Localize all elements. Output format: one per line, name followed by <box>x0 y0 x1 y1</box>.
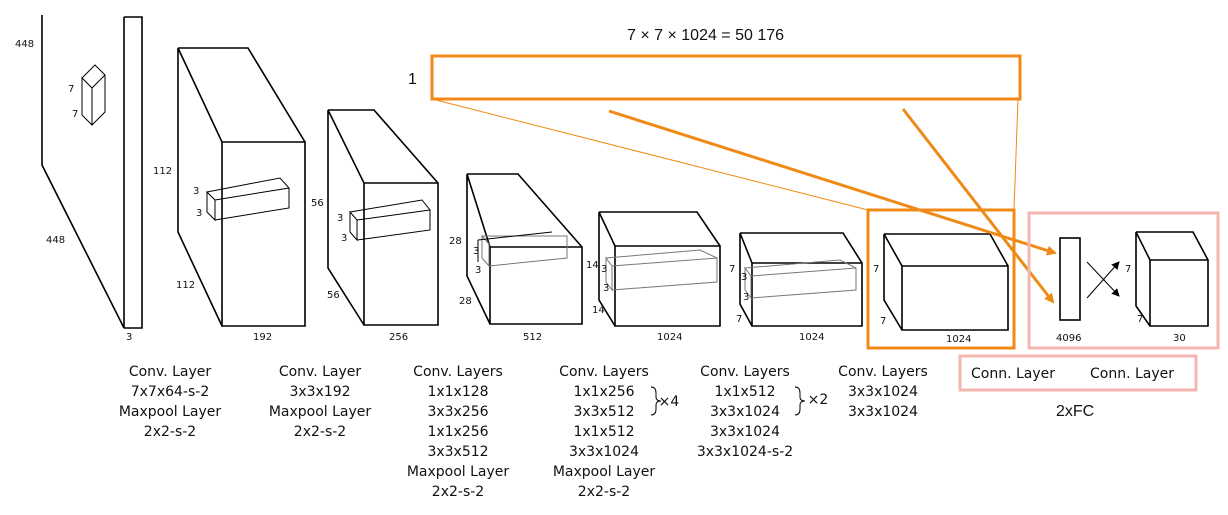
conv-block-14: 14 14 1024 3 3 <box>586 211 721 343</box>
flatten-equation: 7 × 7 × 1024 = 50 176 <box>627 27 784 44</box>
conv-block-56: 56 56 256 3 3 <box>311 109 439 343</box>
kernel-w-label: 3 <box>196 208 202 219</box>
kernel-w-label: 3 <box>341 233 347 244</box>
fc-layer-label-2: Conn. Layer <box>1090 366 1174 382</box>
width-label: 7 <box>880 316 886 327</box>
cross-arrow-up <box>1086 261 1120 299</box>
caption-block-3-line-4: 1x1x256 <box>427 424 488 440</box>
caption-block-3-line-3: 3x3x256 <box>427 404 488 420</box>
kernel-h-label: 7 <box>68 84 74 95</box>
flatten-arrow-1 <box>608 109 1057 256</box>
output-width-label: 7 <box>1137 314 1143 325</box>
caption-block-5-line-4: 3x3x1024 <box>710 424 780 440</box>
depth-label: 1024 <box>799 332 824 343</box>
depth-label: 256 <box>389 332 408 343</box>
input-depth-label: 3 <box>126 332 132 343</box>
caption-block-5-line-3: 3x3x1024 <box>710 404 780 420</box>
caption-block-3-line-2: 1x1x128 <box>427 384 488 400</box>
fully-connected-section: 4096 7 7 30 Conn. Layer Conn. Layer 2xFC <box>958 211 1220 420</box>
depth-label: 1024 <box>657 332 682 343</box>
final-feature-map-highlight <box>866 208 1016 350</box>
cross-arrow-down <box>1086 261 1120 297</box>
final-feature-map-block: 7 7 1024 <box>866 208 1016 350</box>
caption-block-5-line-2: 1x1x512 <box>714 384 775 400</box>
kernel-h-label: 3 <box>337 213 343 224</box>
projection-line-left <box>431 98 869 211</box>
caption-block-1-line-3: Maxpool Layer <box>119 404 222 420</box>
output-depth-label: 30 <box>1173 333 1186 344</box>
caption-block-2-line-1: Conv. Layer <box>279 364 362 380</box>
caption-block-5-line-1: Conv. Layers <box>700 364 790 380</box>
caption-block-4-line-5: 3x3x1024 <box>569 444 639 460</box>
caption-block-1-line-4: 2x2-s-2 <box>144 424 196 440</box>
caption-block-4-line-4: 1x1x512 <box>573 424 634 440</box>
caption-block-2-line-2: 3x3x192 <box>289 384 350 400</box>
repeat-brace-2 <box>794 386 806 416</box>
caption-block-4-line-1: Conv. Layers <box>559 364 649 380</box>
repeat-brace-4 <box>650 386 662 416</box>
caption-block-6-line-1: Conv. Layers <box>838 364 928 380</box>
caption-block-6-line-3: 3x3x1024 <box>848 404 918 420</box>
kernel-h-label: 3 <box>741 272 747 283</box>
width-label: 28 <box>459 296 472 307</box>
kernel-h-label: 3 <box>601 264 607 275</box>
input-height-label: 448 <box>15 39 34 50</box>
depth-label: 192 <box>253 332 272 343</box>
caption-block-5-line-5: 3x3x1024-s-2 <box>697 444 793 460</box>
conv-block-112: 112 112 192 3 3 <box>153 47 306 343</box>
kernel-h-label: 3 <box>473 246 479 257</box>
output-height-label: 7 <box>1125 264 1131 275</box>
caption-block-2-line-4: 2x2-s-2 <box>294 424 346 440</box>
projection-line-right <box>1013 98 1019 211</box>
caption-block-6-line-2: 3x3x1024 <box>848 384 918 400</box>
width-label: 14 <box>592 305 605 316</box>
caption-block-4-line-3: 3x3x512 <box>573 404 634 420</box>
fc-layer-label-1: Conn. Layer <box>971 366 1055 382</box>
flatten-vector-box <box>430 54 1022 101</box>
kernel-w-label: 3 <box>743 292 749 303</box>
caption-block-4-line-7: 2x2-s-2 <box>578 484 630 500</box>
caption-block-3-line-1: Conv. Layers <box>413 364 503 380</box>
kernel-w-label: 7 <box>72 109 78 120</box>
caption-block-4-line-2: 1x1x256 <box>573 384 634 400</box>
width-label: 56 <box>327 290 340 301</box>
height-label: 7 <box>729 264 735 275</box>
repeat-x2-label: ×2 <box>808 392 829 408</box>
repeat-x4-label: ×4 <box>659 394 680 410</box>
caption-block-3-line-7: 2x2-s-2 <box>432 484 484 500</box>
caption-block-1-line-2: 7x7x64-s-2 <box>131 384 210 400</box>
flatten-annotation: 7 × 7 × 1024 = 50 176 1 <box>408 27 1057 304</box>
fc-count-label: 2xFC <box>1056 403 1094 420</box>
fc-units-label: 4096 <box>1056 333 1081 344</box>
conv-block-28: 28 28 512 3 3 <box>449 173 583 343</box>
fc-highlight-box <box>1027 211 1220 350</box>
conv-block-7a: 7 7 1024 3 3 <box>729 232 863 343</box>
depth-label: 512 <box>523 332 542 343</box>
height-label: 14 <box>586 260 599 271</box>
caption-block-1-line-1: Conv. Layer <box>129 364 212 380</box>
caption-block-2-line-3: Maxpool Layer <box>269 404 372 420</box>
caption-block-3-line-5: 3x3x512 <box>427 444 488 460</box>
input-width-label: 448 <box>46 235 65 246</box>
height-label: 7 <box>873 264 879 275</box>
output-tensor <box>1135 231 1209 327</box>
block-captions: Conv. Layer 7x7x64-s-2 Maxpool Layer 2x2… <box>119 364 928 500</box>
fc-vector <box>1059 237 1081 321</box>
kernel-w-label: 3 <box>475 265 481 276</box>
input-image-block: 448 448 3 7 7 <box>15 15 143 343</box>
kernel-w-label: 3 <box>603 283 609 294</box>
flatten-height-label: 1 <box>408 71 417 88</box>
caption-block-4-line-6: Maxpool Layer <box>553 464 656 480</box>
kernel-h-label: 3 <box>193 186 199 197</box>
depth-label: 1024 <box>946 334 971 345</box>
fc-labels-box <box>958 354 1198 392</box>
height-label: 56 <box>311 198 324 209</box>
width-label: 112 <box>176 280 195 291</box>
height-label: 28 <box>449 236 462 247</box>
height-label: 112 <box>153 166 172 177</box>
width-label: 7 <box>736 314 742 325</box>
caption-block-3-line-6: Maxpool Layer <box>407 464 510 480</box>
